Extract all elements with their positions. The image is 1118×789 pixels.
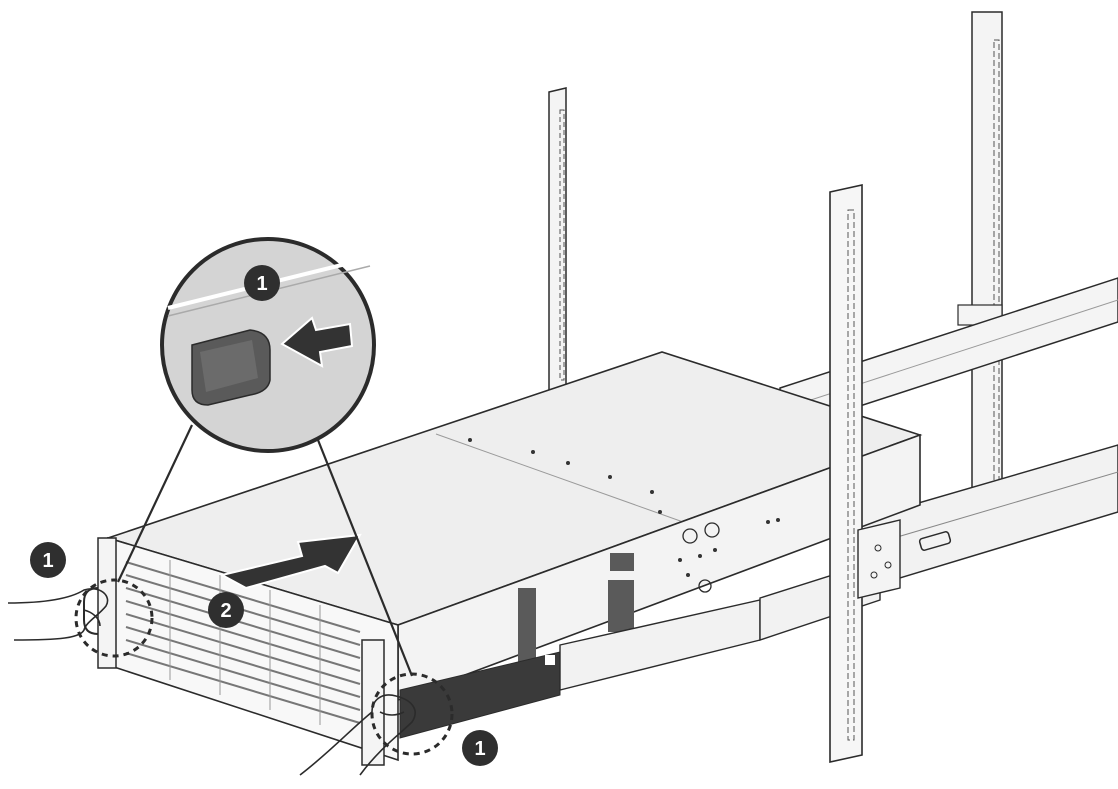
step-badge-push-label: 2 xyxy=(220,600,231,622)
press-arrow-icon xyxy=(280,316,354,368)
hand-right xyxy=(299,694,416,776)
rail-bracket-front xyxy=(857,519,901,599)
step-badge-push: 2 xyxy=(208,592,244,628)
hand-left xyxy=(7,588,109,641)
rear-rack-post-right xyxy=(957,11,1003,493)
zoom-leader-lines xyxy=(117,424,414,677)
step-badge-rail-release-label: 1 xyxy=(474,738,485,760)
callout-circle-handle xyxy=(74,578,154,658)
push-arrow xyxy=(219,533,362,590)
rear-rack-post-left xyxy=(548,87,567,393)
front-rack-post xyxy=(829,184,863,763)
step-badge-left-handle-label: 1 xyxy=(42,550,53,572)
zoom-detail-bubble xyxy=(160,237,376,453)
step-badge-zoom-label: 1 xyxy=(256,273,267,295)
step-badge-zoom: 1 xyxy=(244,265,280,301)
step-badge-rail-release: 1 xyxy=(462,730,498,766)
step-badge-left-handle: 1 xyxy=(30,542,66,578)
